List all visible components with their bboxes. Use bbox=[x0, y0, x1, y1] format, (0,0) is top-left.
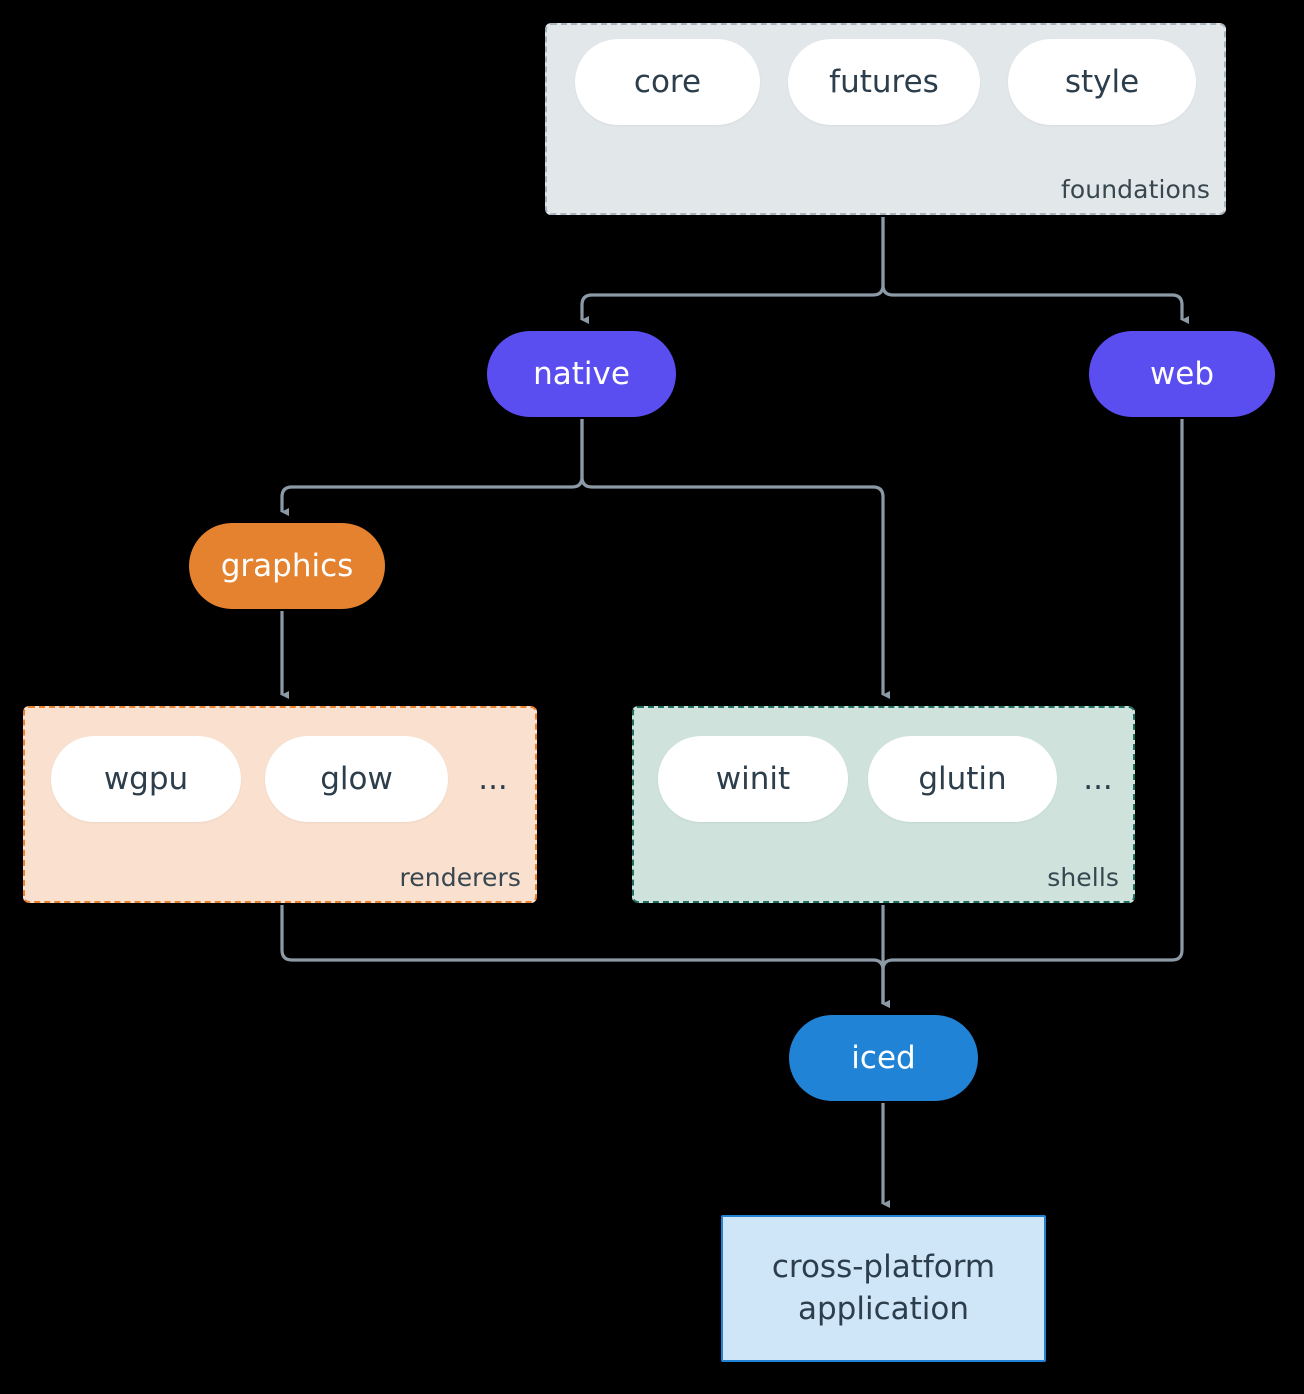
node-graphics[interactable]: graphics bbox=[189, 523, 385, 609]
node-glutin[interactable]: glutin bbox=[868, 736, 1057, 822]
renderers-overflow-ellipsis: ... bbox=[478, 761, 508, 797]
group-shells-label: shells bbox=[1047, 863, 1119, 892]
group-foundations-label: foundations bbox=[1061, 175, 1210, 204]
edge-foundations-web bbox=[881, 217, 1189, 324]
group-renderers-label: renderers bbox=[399, 863, 521, 892]
node-web[interactable]: web bbox=[1089, 331, 1275, 417]
node-winit-label: winit bbox=[715, 761, 791, 797]
shells-overflow-ellipsis: ... bbox=[1083, 761, 1113, 797]
node-cross-platform-application[interactable]: cross-platform application bbox=[721, 1215, 1046, 1362]
node-wgpu-label: wgpu bbox=[103, 761, 189, 797]
node-core-label: core bbox=[633, 64, 702, 100]
shells-items: winit glutin ... bbox=[658, 736, 1119, 822]
group-shells: winit glutin ... shells bbox=[632, 706, 1135, 903]
group-renderers: wgpu glow ... renderers bbox=[23, 706, 537, 903]
node-futures-label: futures bbox=[829, 64, 939, 100]
node-winit[interactable]: winit bbox=[658, 736, 848, 822]
node-glutin-label: glutin bbox=[918, 761, 1007, 797]
application-label-line2: application bbox=[798, 1290, 969, 1327]
group-foundations: core futures style foundations bbox=[545, 23, 1226, 215]
node-core[interactable]: core bbox=[575, 39, 760, 125]
node-graphics-label: graphics bbox=[220, 548, 354, 584]
edge-native-graphics bbox=[280, 419, 584, 516]
node-glow-label: glow bbox=[320, 761, 393, 797]
application-label-line1: cross-platform bbox=[771, 1248, 996, 1285]
node-native[interactable]: native bbox=[487, 331, 676, 417]
node-native-label: native bbox=[533, 356, 630, 392]
edge-foundations-native bbox=[580, 217, 885, 324]
edge-renderers-iced bbox=[280, 905, 890, 1008]
node-iced-label: iced bbox=[851, 1040, 916, 1076]
edge-native-shells bbox=[580, 419, 890, 699]
node-wgpu[interactable]: wgpu bbox=[51, 736, 241, 822]
node-style[interactable]: style bbox=[1008, 39, 1196, 125]
node-web-label: web bbox=[1149, 356, 1215, 392]
renderers-items: wgpu glow ... bbox=[51, 736, 514, 822]
foundations-items: core futures style bbox=[575, 39, 1196, 125]
node-iced[interactable]: iced bbox=[789, 1015, 978, 1101]
node-futures[interactable]: futures bbox=[788, 39, 980, 125]
node-glow[interactable]: glow bbox=[265, 736, 448, 822]
node-style-label: style bbox=[1064, 64, 1140, 100]
